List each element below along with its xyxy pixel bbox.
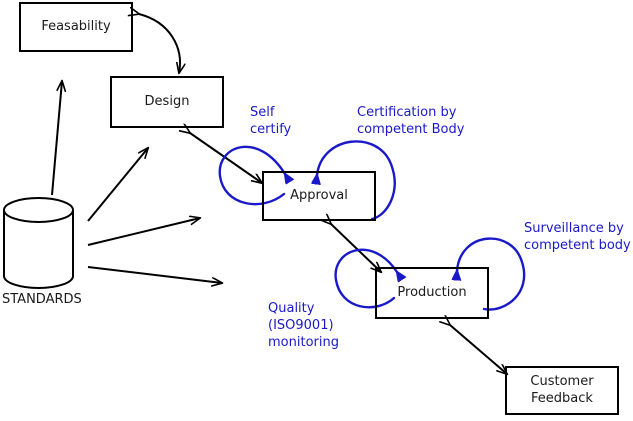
edge-standards-design bbox=[87, 148, 148, 222]
node-production-label: Production bbox=[397, 284, 467, 300]
edge-production-customer-feedback bbox=[450, 325, 507, 374]
standards-datastore-label: STANDARDS bbox=[2, 292, 82, 307]
edge-design-approval bbox=[190, 133, 262, 183]
node-design-label: Design bbox=[144, 93, 190, 109]
annotation-surveillance-by-competent-body: Surveillance by competent body bbox=[524, 221, 631, 254]
annotation-certification-by-competent-body: Certification by competent Body bbox=[357, 105, 465, 138]
annotation-self-certify: Self certify bbox=[250, 105, 292, 138]
node-customer-feedback-label: Customer Feedback bbox=[530, 374, 594, 406]
loop-approval-certification bbox=[317, 140, 396, 221]
edge-feasability-design bbox=[139, 14, 180, 73]
loop-approval-self-certify bbox=[218, 145, 285, 206]
node-design[interactable]: Design bbox=[110, 76, 224, 128]
edge-standards-approval bbox=[87, 218, 200, 246]
standards-cylinder bbox=[3, 197, 74, 289]
node-approval-label: Approval bbox=[290, 187, 348, 203]
node-feasability-label: Feasability bbox=[41, 18, 111, 34]
node-production[interactable]: Production bbox=[375, 267, 489, 319]
annotation-quality-iso9001-monitoring: Quality (ISO9001) monitoring bbox=[268, 301, 339, 351]
loop-production-quality bbox=[334, 248, 397, 309]
node-approval[interactable]: Approval bbox=[262, 171, 376, 221]
edge-standards-production bbox=[87, 266, 222, 283]
node-feasability[interactable]: Feasability bbox=[19, 2, 133, 52]
edge-standards-feasability bbox=[51, 81, 62, 196]
edge-approval-production bbox=[331, 224, 381, 272]
node-customer-feedback[interactable]: Customer Feedback bbox=[505, 366, 619, 415]
loop-production-surveillance bbox=[457, 237, 526, 311]
